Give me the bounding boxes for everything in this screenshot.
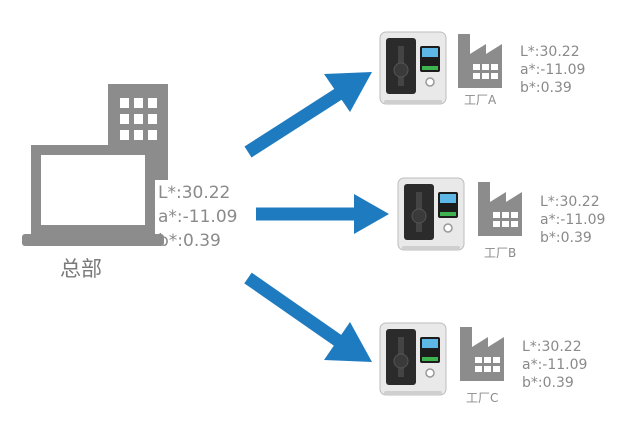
factory-building-icon (460, 327, 504, 381)
arrow-to-factory-a (244, 72, 372, 158)
hq-value-l: L*:30.22 (158, 183, 230, 203)
hq-label: 总部 (60, 257, 102, 281)
arrow-to-factory-b (256, 194, 389, 234)
factory-a: 工厂A L*:30.22 a*:-11.09 b*:0.39 (379, 31, 585, 107)
factory-a-value-a: a*:-11.09 (520, 62, 585, 78)
colorimeter-device-icon (379, 31, 447, 105)
factory-b-value-l: L*:30.22 (540, 194, 600, 210)
factory-c-value-l: L*:30.22 (522, 339, 582, 355)
hq-value-a: a*:-11.09 (158, 207, 237, 227)
factory-b: 工厂B L*:30.22 a*:-11.09 b*:0.39 (397, 177, 605, 260)
factory-building-icon (478, 182, 522, 236)
factory-b-value-a: a*:-11.09 (540, 212, 605, 228)
factory-b-label: 工厂B (484, 246, 516, 260)
laptop-icon (22, 145, 164, 246)
colorimeter-device-icon (379, 322, 447, 396)
factory-a-label: 工厂A (464, 93, 497, 107)
factory-a-value-l: L*:30.22 (520, 44, 580, 60)
factory-b-value-b: b*:0.39 (540, 230, 592, 246)
factory-c-value-b: b*:0.39 (522, 375, 574, 391)
factory-building-icon (458, 34, 502, 88)
factory-a-value-b: b*:0.39 (520, 80, 572, 96)
arrow-to-factory-c (244, 272, 372, 362)
factory-c-label: 工厂C (466, 391, 498, 405)
factory-c-value-a: a*:-11.09 (522, 357, 587, 373)
hq-value-b: b*:0.39 (158, 231, 221, 251)
colorimeter-device-icon (397, 177, 465, 251)
factory-c: 工厂C L*:30.22 a*:-11.09 b*:0.39 (379, 322, 587, 405)
